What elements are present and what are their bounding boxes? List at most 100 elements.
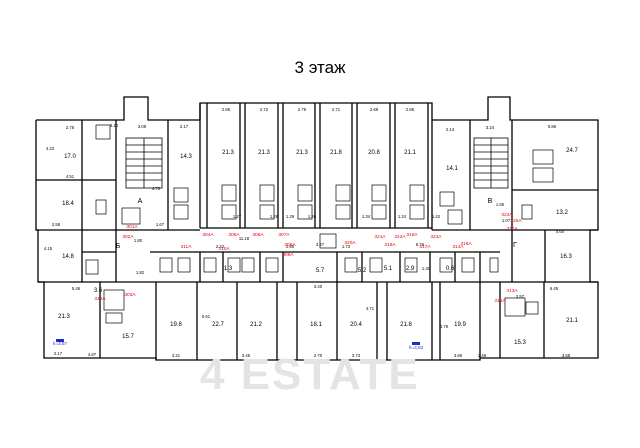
room-area-r27: 1.3	[224, 266, 233, 272]
dimension-d4: 2.17	[180, 124, 189, 129]
dimension-d43: 6.76	[416, 242, 425, 247]
floor-title: 3 этаж	[294, 58, 346, 77]
dimension-d42: 3.40	[314, 284, 323, 289]
dimension-d51: 4.71	[366, 306, 375, 311]
room-number-n12: 319А	[384, 242, 396, 248]
room-area-r17: 19.8	[170, 322, 182, 328]
dimension-d35: 1.24	[398, 214, 407, 219]
room-area-r24: 15.3	[514, 340, 526, 346]
zone-letter-z2: Б	[116, 243, 121, 250]
room-number-n25: 313А	[506, 288, 518, 294]
dimension-d44: 1.73	[342, 244, 351, 249]
room-area-r10: 21.1	[404, 150, 416, 156]
dimension-d39: 1.82	[136, 270, 145, 275]
dimension-d12: 3.24	[486, 125, 495, 130]
dimension-d40: 11.18	[239, 236, 250, 241]
room-area-r21: 20.4	[350, 322, 362, 328]
room-area-r22: 21.8	[400, 322, 412, 328]
room-number-n8: 309А	[282, 252, 294, 258]
dimension-d1: 2.76	[66, 125, 75, 130]
room-number-n10: 311А	[181, 244, 193, 250]
dimension-d27: 3.46	[478, 353, 487, 358]
room-area-r19: 21.2	[250, 322, 262, 328]
room-area-r9: 20.8	[368, 150, 380, 156]
dimension-d23: 3.45	[242, 353, 251, 358]
walls	[35, 96, 599, 361]
dimension-d54: 4.73	[152, 186, 161, 191]
dimension-d32: 1.26	[308, 214, 317, 219]
ceiling-height-h2: h=3,53	[409, 345, 424, 350]
dimension-d8: 2.71	[332, 107, 341, 112]
dimension-d45: 1.65	[496, 202, 505, 207]
room-area-r6: 21.3	[258, 150, 270, 156]
room-area-r1: 17.0	[64, 154, 76, 160]
dimension-d47: 2.22	[216, 244, 225, 249]
dimension-d3: 3.09	[138, 124, 147, 129]
room-area-r20: 18.1	[310, 322, 322, 328]
room-area-r5: 21.3	[222, 150, 234, 156]
room-area-r2: 18.4	[62, 201, 74, 207]
room-number-n6: 307А	[278, 232, 290, 238]
dimension-d49: 3.57	[516, 294, 525, 299]
bathroom-fixtures	[85, 124, 554, 324]
zone-letter-z4: Г	[513, 242, 517, 249]
dimension-d6: 2.72	[260, 107, 269, 112]
dimension-d33: 1.29	[286, 214, 295, 219]
room-area-r13: 13.2	[556, 210, 568, 216]
room-area-r25: 21.1	[566, 318, 578, 324]
dimension-d41: 3.27	[316, 242, 325, 247]
room-number-n16: 323А	[430, 234, 442, 240]
dimension-d38: 1.80	[134, 238, 143, 243]
room-number-n21: 325А	[510, 218, 522, 224]
ceiling-height-h1: h=3,57	[53, 341, 68, 346]
room-number-n17: 314А	[452, 244, 464, 250]
dimension-d21: 4.87	[88, 352, 97, 357]
room-area-r18: 22.7	[212, 322, 224, 328]
room-number-n2: 302А	[122, 234, 134, 240]
room-area-r12: 24.7	[566, 148, 578, 154]
dimension-d20: 2.17	[54, 351, 63, 356]
dimension-d25: 3.73	[352, 353, 361, 358]
watermark-text: 4 ESTATE	[200, 350, 420, 399]
staircase-right	[473, 137, 509, 189]
dimension-d30: 1.27	[233, 214, 242, 219]
dimension-d48: 2.60	[286, 244, 295, 249]
room-area-r29: 5.1	[384, 266, 393, 272]
dimension-d52: 1.30	[422, 266, 431, 271]
room-number-n26: 315А	[494, 298, 506, 304]
room-area-r16: 15.7	[122, 334, 134, 340]
dimension-d31: 1.28	[270, 214, 279, 219]
level-marks	[56, 339, 420, 345]
room-area-r32: 3.6	[94, 288, 103, 294]
dimension-d17: 4.15	[44, 246, 53, 251]
dimension-d28: 3.58	[562, 353, 571, 358]
room-number-n19: 317А	[419, 244, 431, 250]
room-area-r7: 21.3	[296, 150, 308, 156]
room-area-r23: 19.9	[454, 322, 466, 328]
room-area-r26: 5.7	[316, 268, 325, 274]
dimension-d11: 2.14	[446, 127, 455, 132]
ceiling-height-labels: h=3,57 h=3,53	[53, 341, 424, 350]
room-number-n13: 320А	[344, 240, 356, 246]
dimension-d53: 4.79	[440, 324, 449, 329]
dimension-d19: 6.45	[550, 286, 559, 291]
room-area-r30: 2.9	[406, 266, 415, 272]
dimension-d2: 3.10	[110, 123, 119, 128]
room-number-n5: 306А	[252, 232, 264, 238]
room-number-n11: 318А	[406, 232, 418, 238]
dimension-d36: 1.42	[432, 214, 441, 219]
dimension-d34: 1.34	[362, 214, 371, 219]
dimension-d24: 2.70	[314, 353, 323, 358]
room-area-r3: 14.3	[180, 154, 192, 160]
zone-letter-z3: В	[488, 198, 493, 205]
room-number-n18: 316А	[460, 241, 472, 247]
dimension-d7: 2.75	[298, 107, 307, 112]
staircase-left	[125, 137, 163, 189]
dimension-d26: 3.66	[454, 353, 463, 358]
room-number-n14: 321А	[374, 234, 386, 240]
